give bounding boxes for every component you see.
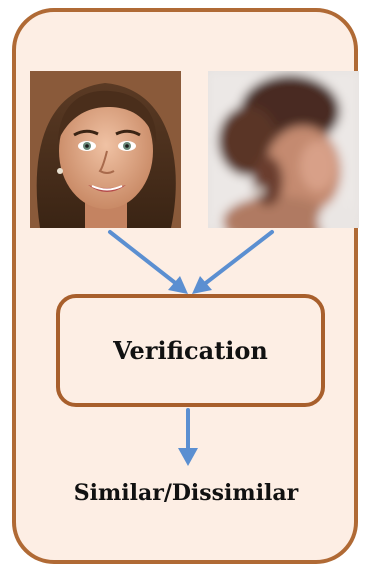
verification-label: Verification xyxy=(113,336,268,365)
output-label: Similar/Dissimilar xyxy=(73,480,299,506)
query-face-photo-blurred xyxy=(208,71,359,228)
sharp-face-illustration xyxy=(30,71,181,228)
verification-box: Verification xyxy=(56,294,325,407)
reference-face-photo xyxy=(30,71,181,228)
blurred-face-illustration xyxy=(208,71,359,228)
